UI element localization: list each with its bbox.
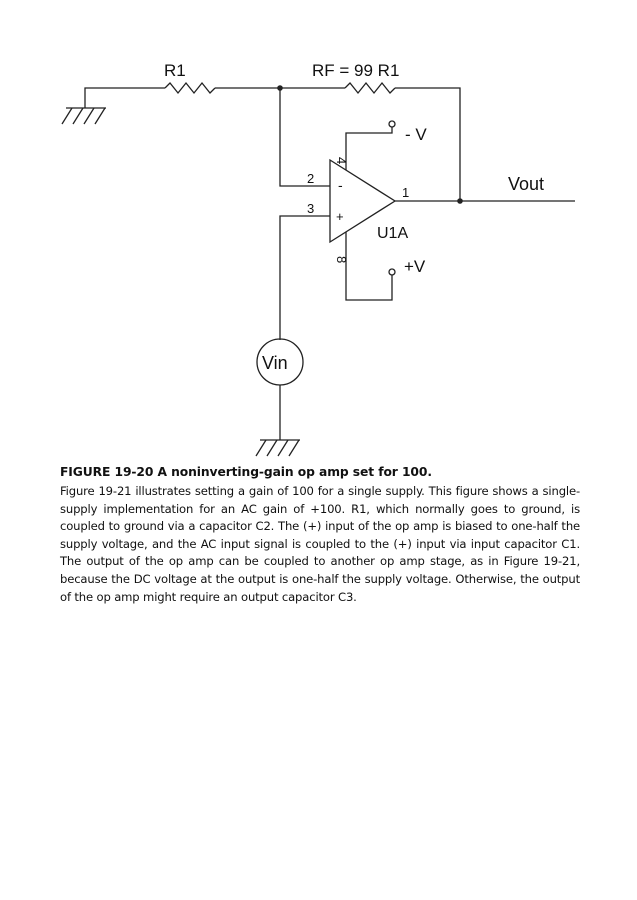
terminal-vplus <box>388 268 396 276</box>
ground-icon <box>255 439 300 457</box>
junction-dot <box>457 198 463 204</box>
terminal-vminus <box>388 120 396 128</box>
op-amp-schematic: R1 RF = 99 R1 - V +V Vout U1A Vin 2 3 1 … <box>61 61 575 457</box>
wire-noninverting <box>279 215 330 340</box>
label-pos-supply: +V <box>404 257 426 276</box>
resistor-rf <box>344 81 396 95</box>
label-neg-supply: - V <box>405 125 427 144</box>
sign-minus: - <box>338 177 343 193</box>
ground-icon <box>61 107 106 125</box>
wire-vplus <box>345 232 393 301</box>
pin-output: 1 <box>402 185 409 200</box>
label-vout: Vout <box>508 174 544 194</box>
label-r1: R1 <box>164 61 186 80</box>
label-u1a: U1A <box>377 225 408 242</box>
opamp-triangle <box>329 158 397 244</box>
caption-body: Figure 19-21 illustrates setting a gain … <box>60 484 580 604</box>
wire-inverting <box>279 88 330 187</box>
wire-vminus <box>345 127 393 170</box>
wire-ground-left <box>84 87 165 108</box>
label-vin: Vin <box>262 353 288 373</box>
pin-vplus: 8 <box>334 256 349 263</box>
resistor-r1 <box>164 81 216 95</box>
sign-plus: + <box>336 209 344 224</box>
figure-caption: FIGURE 19-20 A noninverting-gain op amp … <box>60 465 580 606</box>
pin-vminus: 4 <box>334 157 349 164</box>
wire-feedback <box>395 87 461 201</box>
junction-dot <box>277 85 283 91</box>
pin-inverting: 2 <box>307 171 314 186</box>
pin-noninverting: 3 <box>307 201 314 216</box>
label-rf: RF = 99 R1 <box>312 61 399 80</box>
caption-title: FIGURE 19-20 A noninverting-gain op amp … <box>60 465 432 479</box>
